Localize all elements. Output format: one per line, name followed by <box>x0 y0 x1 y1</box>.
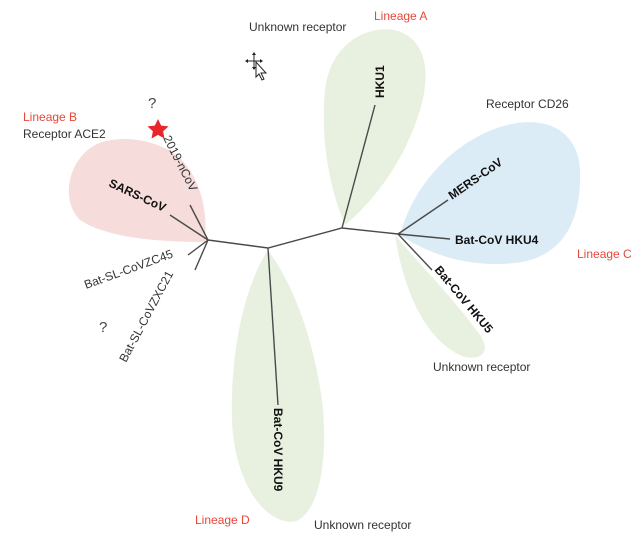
branch-hku1 <box>341 104 376 229</box>
taxon-zxc21-label: Bat-SL-CoVZXC21 <box>116 268 176 364</box>
branch-hku4 <box>397 233 451 240</box>
branch-mers <box>397 199 449 235</box>
branch-hku5 <box>397 233 433 271</box>
receptor-cd26-label: Receptor CD26 <box>486 97 569 111</box>
taxon-hku9-label: Bat-CoV HKU9 <box>271 408 285 492</box>
star-icon <box>147 119 169 139</box>
receptor-unknown-d-label: Unknown receptor <box>314 518 411 532</box>
branch-zc45 <box>187 239 209 256</box>
move-cursor-icon <box>245 52 268 81</box>
lineage-c-blob <box>400 122 581 265</box>
receptor-unknown-a-label: Unknown receptor <box>249 20 346 34</box>
taxon-hku4-label: Bat-CoV HKU4 <box>455 233 539 247</box>
lineage-c2-blob <box>395 235 485 358</box>
taxon-hku1-label: HKU1 <box>373 65 387 98</box>
lineage-a-label: Lineage A <box>374 9 427 23</box>
branch-sars <box>169 214 209 241</box>
lineage-a-blob <box>323 29 426 225</box>
lineage-d-blob <box>231 250 325 522</box>
lineage-c-label: Lineage C <box>577 247 632 261</box>
branch-zxc21 <box>194 239 209 271</box>
branch-hku9 <box>267 247 279 406</box>
receptor-ace2-label: Receptor ACE2 <box>23 127 106 141</box>
question-mark-bottom: ? <box>99 319 107 336</box>
question-mark-top: ? <box>148 95 156 112</box>
branch-backbone <box>207 227 399 249</box>
lineage-d-label: Lineage D <box>195 513 250 527</box>
branch-ncov <box>189 204 209 241</box>
lineage-b-label: Lineage B <box>23 110 77 124</box>
receptor-unknown-c-label: Unknown receptor <box>433 360 530 374</box>
